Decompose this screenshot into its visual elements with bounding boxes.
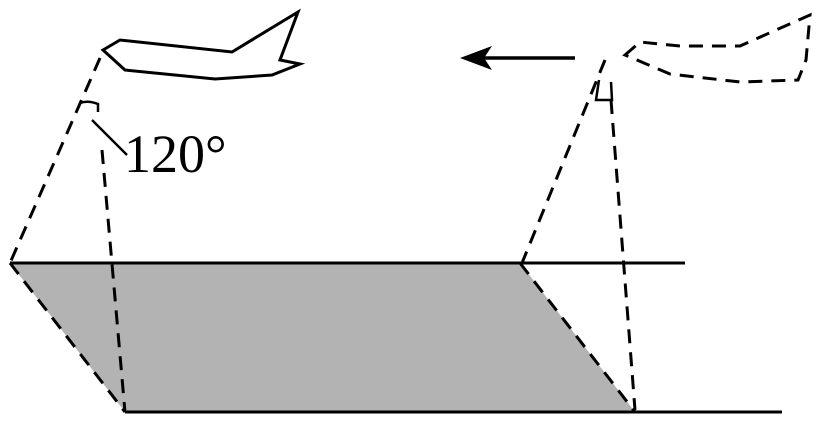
- right-plane-ray-outer: [520, 59, 607, 264]
- right-angle-mark: [594, 79, 614, 102]
- right-plane-ray-inner: [609, 99, 637, 411]
- solid-airplane: [100, 8, 306, 81]
- left-plane-ray-outer: [8, 57, 102, 264]
- left-edge-dashed: [8, 262, 127, 413]
- direction-arrow-head: [460, 46, 492, 70]
- right-edge-dashed: [518, 262, 637, 413]
- shaded-region: [10, 263, 635, 412]
- dashed-airplane: [622, 12, 812, 84]
- angle-pointer-line: [91, 119, 128, 156]
- left-plane-ray-inner: [100, 149, 127, 413]
- angle-label: 120°: [124, 124, 227, 184]
- angle-mark: [79, 100, 100, 112]
